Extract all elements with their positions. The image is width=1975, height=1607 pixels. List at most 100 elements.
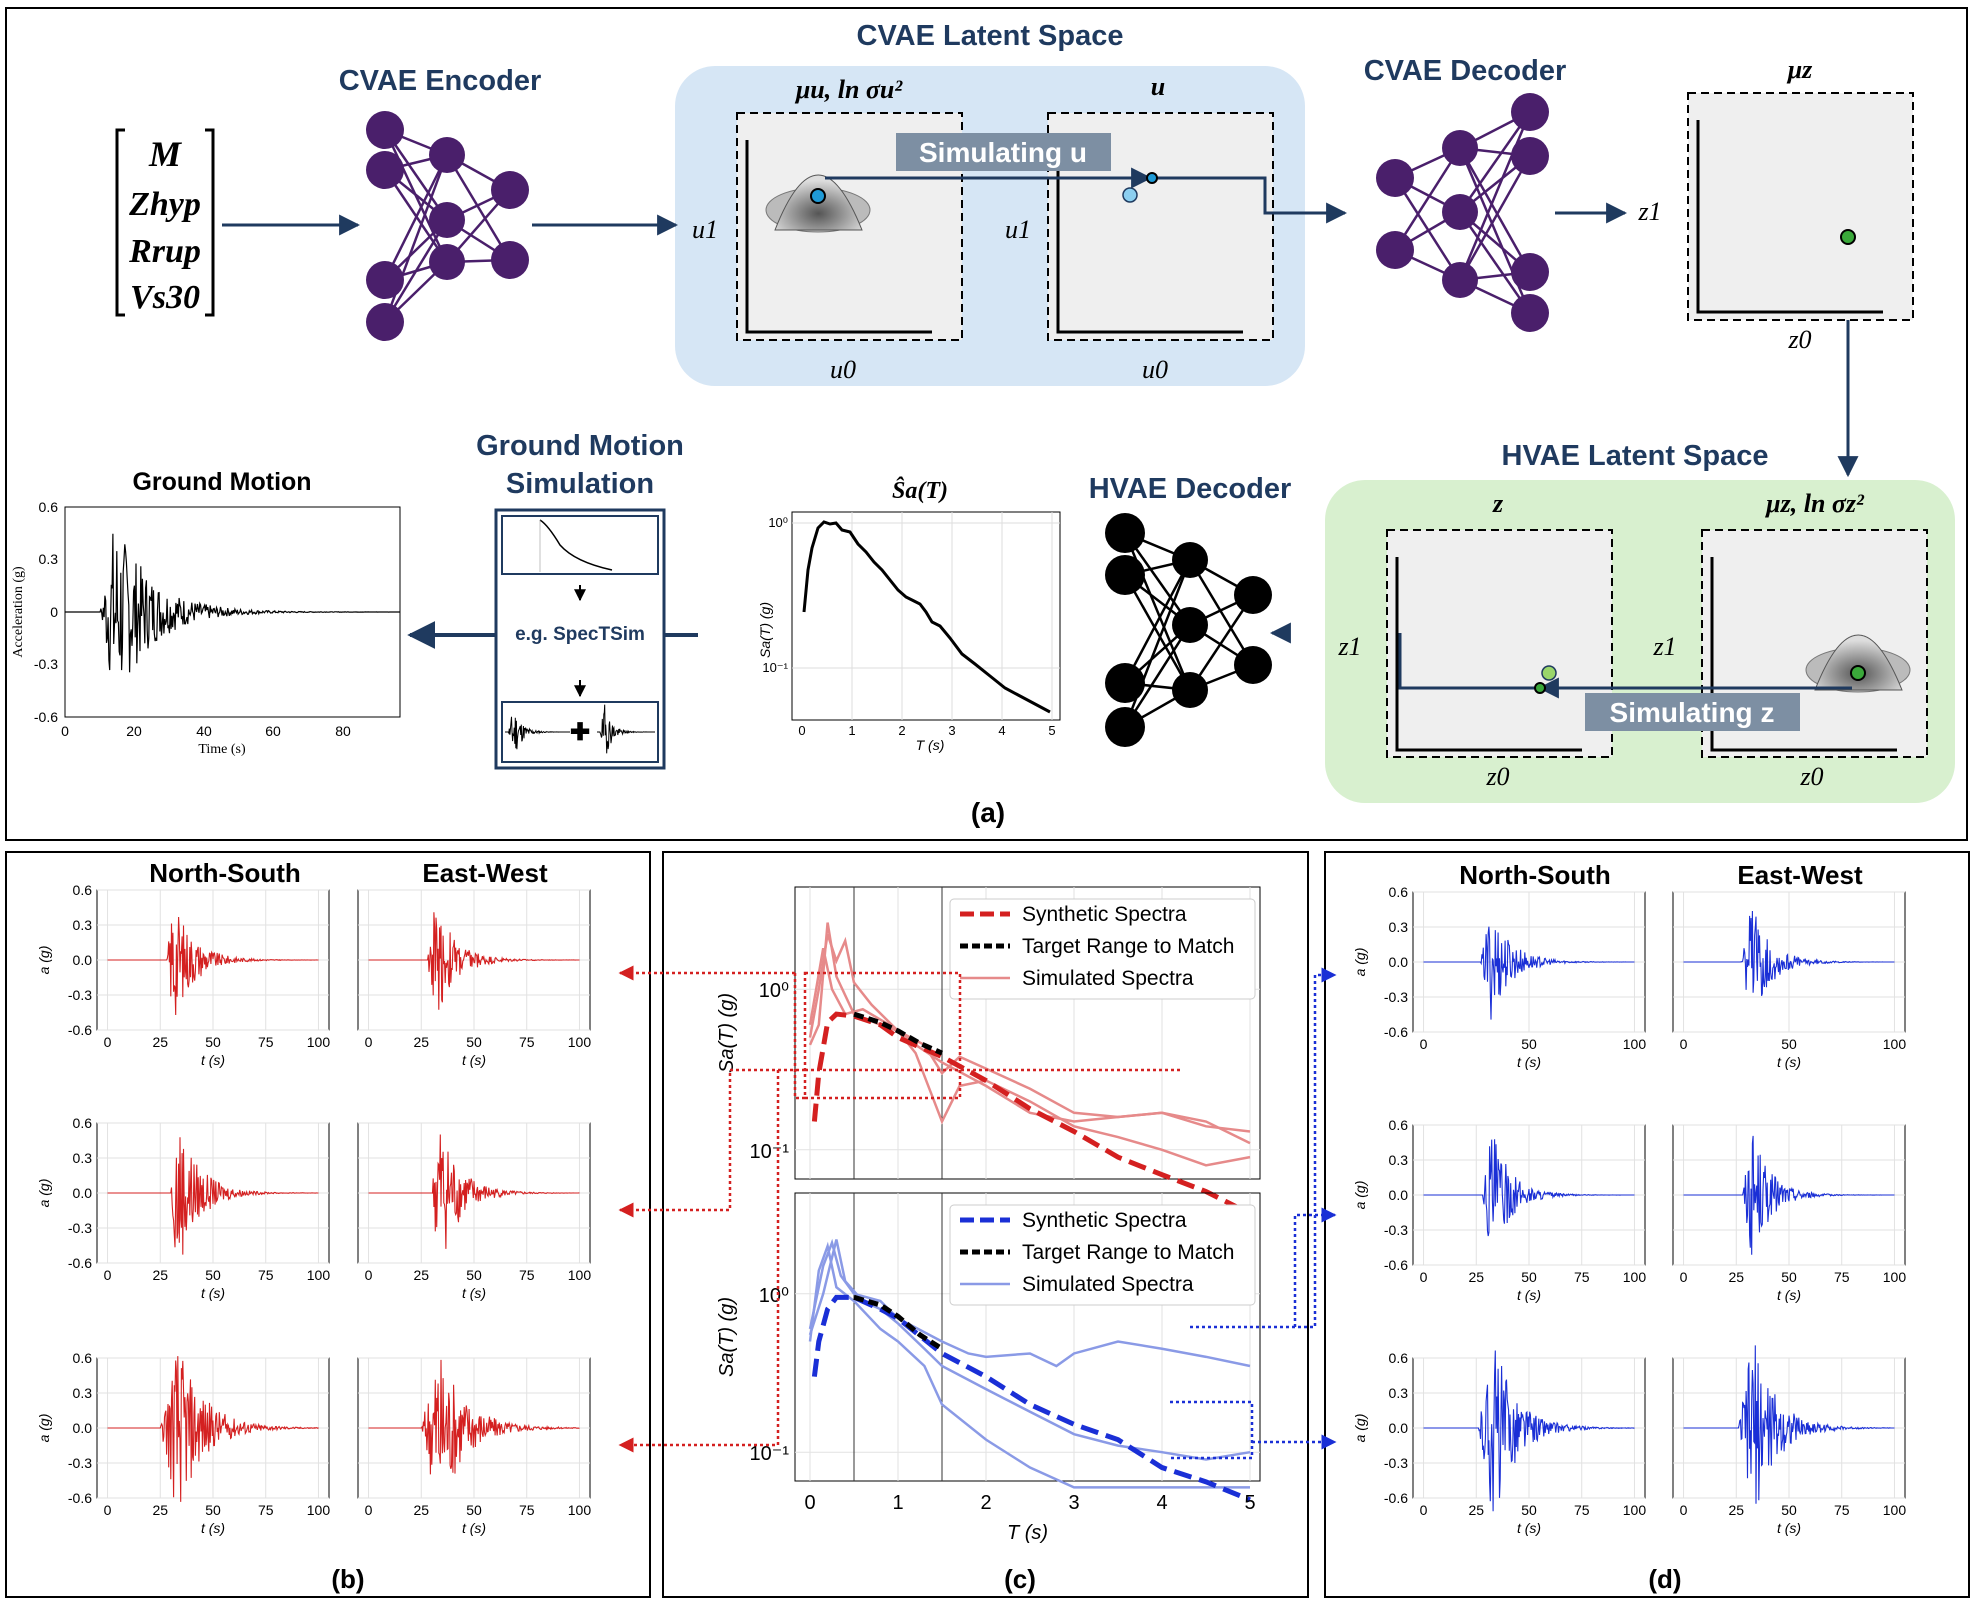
sa-hat-ylabel: Sa(T) (g) [757,602,773,658]
gm-sim-title-1: Ground Motion [476,430,684,462]
panel-d-subplot-xtick: 75 [1834,1502,1850,1518]
panel-b-subplot-xlabel: t (s) [462,1520,486,1536]
panel-b-subplot-ytick: 0.0 [73,1420,93,1436]
sim-z-badge [1585,693,1800,731]
panel-b-subplot-xtick: 25 [413,1034,429,1050]
panel-b-subplot-xtick: 50 [466,1034,482,1050]
spectra-bottom-ylabel: Sa(T) (g) [716,1297,738,1377]
sa-hat-xtick-5: 5 [1048,723,1055,738]
nn-node [1442,130,1478,166]
panel-d-subplot-xlabel: t (s) [1517,1054,1541,1070]
panel-d-subplot-xtick: 75 [1834,1269,1850,1285]
spectra-bottom-simulated-curve [808,1241,1250,1489]
panel-a-frame [5,7,1968,841]
nn-node [429,137,465,173]
panel-d-subplot-xtick: 25 [1468,1502,1484,1518]
spectra-bottom-xtick: 0 [804,1492,815,1514]
gm-plot: Time (s) Acceleration (g) 0.6 0.3 0 -0.3… [11,499,401,757]
panel-d-subplot-ylabel: a (g) [1352,948,1368,977]
panel-b-subplot-xtick: 50 [205,1034,221,1050]
panel-d-subplot-xlabel: t (s) [1777,1520,1801,1536]
panel-d-subplot-ytick: 0.6 [1389,884,1409,900]
u0-label-b: u0 [1142,355,1168,384]
panel-b-subplot-ytick: 0.0 [73,1185,93,1201]
panel-b-subplot-xlabel: t (s) [201,1520,225,1536]
latent-box-z: z z1 z0 [1337,489,1613,791]
panel-b-subplot-xtick: 75 [258,1267,274,1283]
spectra-top-legend-label: Target Range to Match [1022,935,1234,958]
nn-node [1376,159,1414,197]
sa-hat-xtick-2: 2 [898,723,905,738]
panel-d-subplot-xtick: 100 [1883,1269,1907,1285]
panel-d-subplot-ytick: 0.0 [1389,954,1409,970]
sa-hat-xtick-3: 3 [948,723,955,738]
panel-d-subplot-xtick: 50 [1781,1269,1797,1285]
nn-node [1442,194,1478,230]
spectra-top-synthetic-curve [811,1011,1252,1216]
spectra-bottom-simulated-curve [808,1239,1251,1461]
nn-node [1511,137,1549,175]
panel-b-subplot-ytick: -0.6 [68,1255,92,1271]
panel-d-col2: East-West [1737,860,1863,890]
u1-label-b: u1 [1005,215,1031,244]
mu-z-ln-title: μz, ln σz² [1764,489,1865,518]
panel-d-subplot-xtick: 25 [1468,1269,1484,1285]
nn-node [366,261,404,299]
spectra-top-legend-label: Simulated Spectra [1022,967,1194,990]
spectra-bottom-legend-label: Synthetic Spectra [1022,1209,1187,1232]
panel-b-subplot-xtick: 0 [365,1267,373,1283]
panel-b-subplot-xtick: 25 [152,1502,168,1518]
panel-d-subplot-xtick: 0 [1680,1269,1688,1285]
panel-c-frame [662,851,1309,1598]
panel-b-subplot-xtick: 75 [519,1034,535,1050]
spectra-bottom-xtick: 4 [1156,1492,1167,1514]
panel-b-subplot-xtick: 0 [365,1502,373,1518]
panel-b-subplot-ytick: 0.6 [73,882,93,898]
gm-xtick-4: 80 [335,723,351,739]
panel-d-subplot-waveform [1683,1135,1895,1255]
panel-b-frame [5,851,651,1598]
panel-b-subplot-xtick: 25 [413,1502,429,1518]
u-to-decoder [1152,176,1348,224]
sa-hat-title: Ŝa(T) [892,477,948,504]
gm-title: Ground Motion [132,468,311,496]
z1-label-a: z1 [1637,197,1661,226]
gm-xtick-1: 20 [126,723,142,739]
panel-d-subplot-ytick: -0.3 [1384,1455,1408,1471]
panel-b-subplot-waveform [107,916,319,1016]
gm-ytick-2: 0 [50,604,58,620]
panel-b-subplot-xtick: 0 [365,1034,373,1050]
panel-b-subplot-ytick: 0.3 [73,1150,93,1166]
panel-b-subplot-xtick: 25 [152,1034,168,1050]
spectra-bottom-xlabel: T (s) [1007,1522,1048,1544]
latent-box-mu-z: μz z1 z0 [1637,55,1914,354]
cvae-encoder-network [366,111,529,341]
panel-b-subplot-xtick: 50 [466,1267,482,1283]
panel-b-subplot-xlabel: t (s) [462,1285,486,1301]
panel-b-subplot-xtick: 50 [466,1502,482,1518]
panel-b-subplot-xtick: 0 [104,1502,112,1518]
specsim-label: e.g. SpecTSim [515,624,645,645]
panel-d-subplot-xtick: 0 [1420,1502,1428,1518]
panel-b-subplot-xtick: 50 [205,1267,221,1283]
spectra-top-ytick: 10⁻¹ [750,1141,790,1163]
panel-d-subplot-ytick: 0.3 [1389,1385,1409,1401]
spectra-top-simulated-curve [808,947,1251,1145]
panel-d-subplot-ytick: 0.0 [1389,1420,1409,1436]
cvae-decoder-network [1376,93,1549,332]
gm-ytick-4: -0.6 [34,709,58,725]
panel-d-subplot-xtick: 50 [1521,1036,1537,1052]
z1-label-b: z1 [1337,632,1361,661]
input-rrup: Rrup [128,233,201,270]
panel-b-subplot-xlabel: t (s) [462,1052,486,1068]
sim-u-badge [896,133,1111,171]
panel-b-subplot-xlabel: t (s) [201,1285,225,1301]
panel-a-label: (a) [971,797,1005,828]
nn-node [429,202,465,238]
nn-node [1234,576,1272,614]
panel-d-subplot-xtick: 100 [1883,1036,1907,1052]
